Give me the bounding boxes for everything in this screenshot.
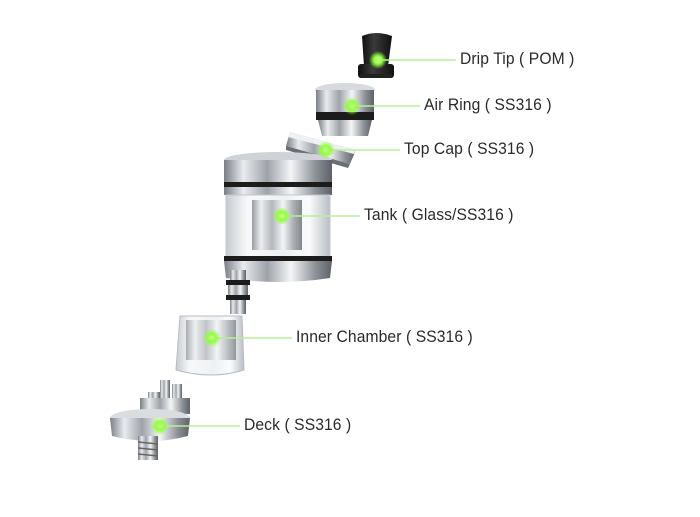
deck-part xyxy=(110,380,190,460)
leader-lines xyxy=(160,59,456,427)
label-inner-chamber: Inner Chamber ( SS316 ) xyxy=(296,327,473,346)
inner-chamber-part xyxy=(175,270,250,376)
label-deck: Deck ( SS316 ) xyxy=(244,415,352,434)
label-top-cap: Top Cap ( SS316 ) xyxy=(404,139,535,158)
dot-inner-chamber xyxy=(203,329,221,347)
dot-tank xyxy=(273,207,291,225)
dot-air-ring xyxy=(343,97,361,115)
dot-deck xyxy=(151,417,169,435)
dot-drip-tip xyxy=(369,51,387,69)
label-drip-tip: Drip Tip ( POM ) xyxy=(460,49,575,68)
label-air-ring: Air Ring ( SS316 ) xyxy=(424,95,552,114)
dot-top-cap xyxy=(317,141,335,159)
highlight-dots xyxy=(151,51,387,435)
label-tank: Tank ( Glass/SS316 ) xyxy=(364,205,514,224)
tank-part xyxy=(224,152,332,282)
